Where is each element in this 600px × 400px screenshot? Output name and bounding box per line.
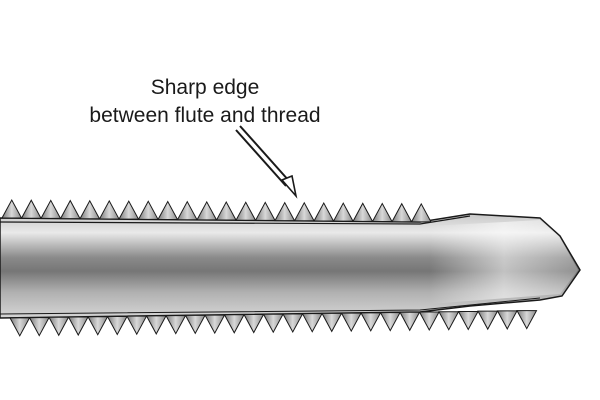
thread-tooth — [332, 202, 354, 222]
thread-tooth — [9, 317, 31, 337]
thread-tooth — [215, 201, 237, 221]
flute-edge — [0, 215, 471, 225]
thread-tooth — [87, 316, 109, 336]
thread-tooth — [274, 201, 296, 222]
lower-thread-row — [9, 310, 538, 337]
thread-tooth — [145, 315, 167, 335]
thread-tooth — [516, 310, 538, 330]
thread-tooth — [418, 311, 440, 332]
thread-tooth — [391, 202, 413, 223]
thread-tooth — [165, 315, 187, 335]
annotation-label: Sharp edge between flute and thread — [50, 74, 360, 130]
annotation-line-1: Sharp edge — [150, 76, 260, 99]
thread-tooth — [371, 202, 393, 223]
tap-tip-highlight — [430, 220, 578, 304]
upper-thread-row — [1, 198, 432, 223]
flute-edge-lower — [0, 297, 541, 315]
thread-tooth — [282, 313, 304, 334]
thread-tooth — [40, 199, 62, 219]
thread-tooth — [28, 317, 50, 337]
thread-tooth — [184, 314, 206, 335]
thread-tooth — [126, 315, 148, 336]
thread-tooth — [157, 200, 179, 221]
thread-tooth — [457, 310, 479, 331]
thread-tooth — [321, 312, 343, 333]
thread-tooth — [399, 311, 421, 332]
thread-tooth — [223, 314, 245, 334]
thread-tooth — [352, 202, 374, 222]
thread-tooth — [204, 314, 226, 335]
thread-tooth — [254, 201, 276, 221]
thread-tooth — [176, 200, 198, 221]
annotation-line-2: between flute and thread — [89, 104, 321, 127]
thread-tooth — [48, 316, 70, 337]
thread-tooth — [106, 315, 128, 336]
thread-tooth — [477, 310, 499, 331]
thread-tooth — [235, 201, 257, 221]
annotation-arrow — [235, 125, 298, 199]
thread-tooth — [196, 200, 218, 221]
thread-tooth — [1, 198, 23, 219]
thread-tooth — [313, 201, 335, 222]
thread-tooth — [67, 316, 89, 337]
thread-tooth — [293, 201, 315, 222]
thread-tooth — [59, 199, 81, 220]
thread-tooth — [262, 313, 284, 334]
thread-tooth — [118, 200, 140, 220]
thread-tooth — [410, 202, 432, 223]
thread-tooth — [79, 199, 101, 220]
thread-tooth — [137, 200, 159, 220]
thread-tooth — [301, 313, 323, 333]
thread-tooth — [340, 312, 362, 333]
thread-tooth — [360, 312, 382, 332]
thread-tooth — [20, 199, 42, 219]
thread-tooth — [379, 312, 401, 332]
thread-tooth — [98, 199, 120, 220]
thread-tooth — [438, 311, 460, 331]
thread-tooth — [496, 310, 518, 330]
thread-tooth — [243, 314, 265, 334]
